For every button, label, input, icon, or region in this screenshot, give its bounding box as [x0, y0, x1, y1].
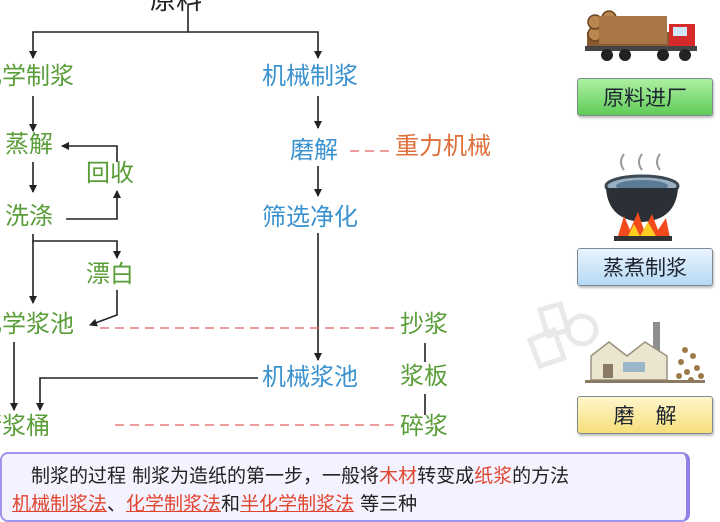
- node-output-broke: 碎浆: [400, 412, 448, 440]
- node-cooking: 蒸解: [5, 130, 53, 158]
- node-gravity-machine: 重力机械: [395, 132, 491, 160]
- watermark-logo-icon: [526, 300, 599, 370]
- caption-method-chemical: 化学制浆法: [126, 493, 222, 515]
- raw-material-entry-button[interactable]: 原料进厂: [577, 78, 713, 116]
- node-output-sheet: 抄浆: [400, 310, 448, 338]
- node-chemical-pool: 化学浆池: [0, 310, 74, 338]
- caption-line-2: 机械制浆法、化学制浆法和半化学制浆法 等三种: [12, 490, 686, 518]
- arrow-wash-to-recycle: [66, 190, 121, 220]
- caption-line-1: 制浆的过程 制浆为造纸的第一步，一般将木材转变成纸浆的方法: [12, 462, 686, 490]
- node-output-board: 浆板: [400, 362, 448, 390]
- node-washing: 洗涤: [5, 202, 53, 230]
- caption-sep-1: 、: [107, 493, 127, 515]
- node-screening: 筛选净化: [262, 203, 358, 231]
- node-chemical-pulping: 化学制浆: [0, 62, 74, 90]
- node-mechanical-pulping: 机械制浆: [262, 62, 358, 90]
- arrow-bleach-to-pool: [89, 290, 118, 327]
- node-mechanical-pool: 机械浆池: [262, 363, 358, 391]
- node-recycle: 回收: [86, 159, 134, 187]
- log-truck-icon: [585, 10, 697, 61]
- caption-text-mid1: 转变成: [417, 465, 475, 487]
- arrow-mechpool-to-tank: [36, 377, 258, 411]
- caption-method-semichemical: 半化学制浆法: [240, 493, 355, 515]
- factory-icon: [585, 322, 705, 383]
- caption-sep-3: 等三种: [354, 493, 418, 515]
- node-bleaching: 漂白: [86, 260, 134, 288]
- flow-diagram: [10, 4, 426, 426]
- arrow-wash-to-bleach: [32, 234, 121, 259]
- caption-box: 制浆的过程 制浆为造纸的第一步，一般将木材转变成纸浆的方法 机械制浆法、化学制浆…: [0, 452, 690, 522]
- node-grinding: 磨解: [290, 136, 338, 164]
- caption-method-mechanical: 机械制浆法: [12, 493, 108, 515]
- grinding-button[interactable]: 磨 解: [577, 396, 713, 434]
- node-raw-material: 原料: [150, 0, 203, 16]
- caption-sep-2: 和: [221, 493, 241, 515]
- arrow-top-to-chemical: [29, 4, 189, 59]
- cooking-pulping-button[interactable]: 蒸煮制浆: [577, 248, 713, 286]
- caption-highlight-pulp: 纸浆: [474, 465, 513, 487]
- cooking-pot-icon: [604, 153, 680, 241]
- caption-text-prefix: 制浆的过程 制浆为造纸的第一步，一般将: [31, 465, 380, 487]
- caption-highlight-wood: 木材: [379, 465, 418, 487]
- caption-text-mid2: 的方法: [512, 465, 570, 487]
- node-storage-tank: 储浆桶: [0, 412, 50, 440]
- arrow-recycle-to-cook: [61, 142, 118, 162]
- arrow-top-to-mechanical: [188, 31, 322, 59]
